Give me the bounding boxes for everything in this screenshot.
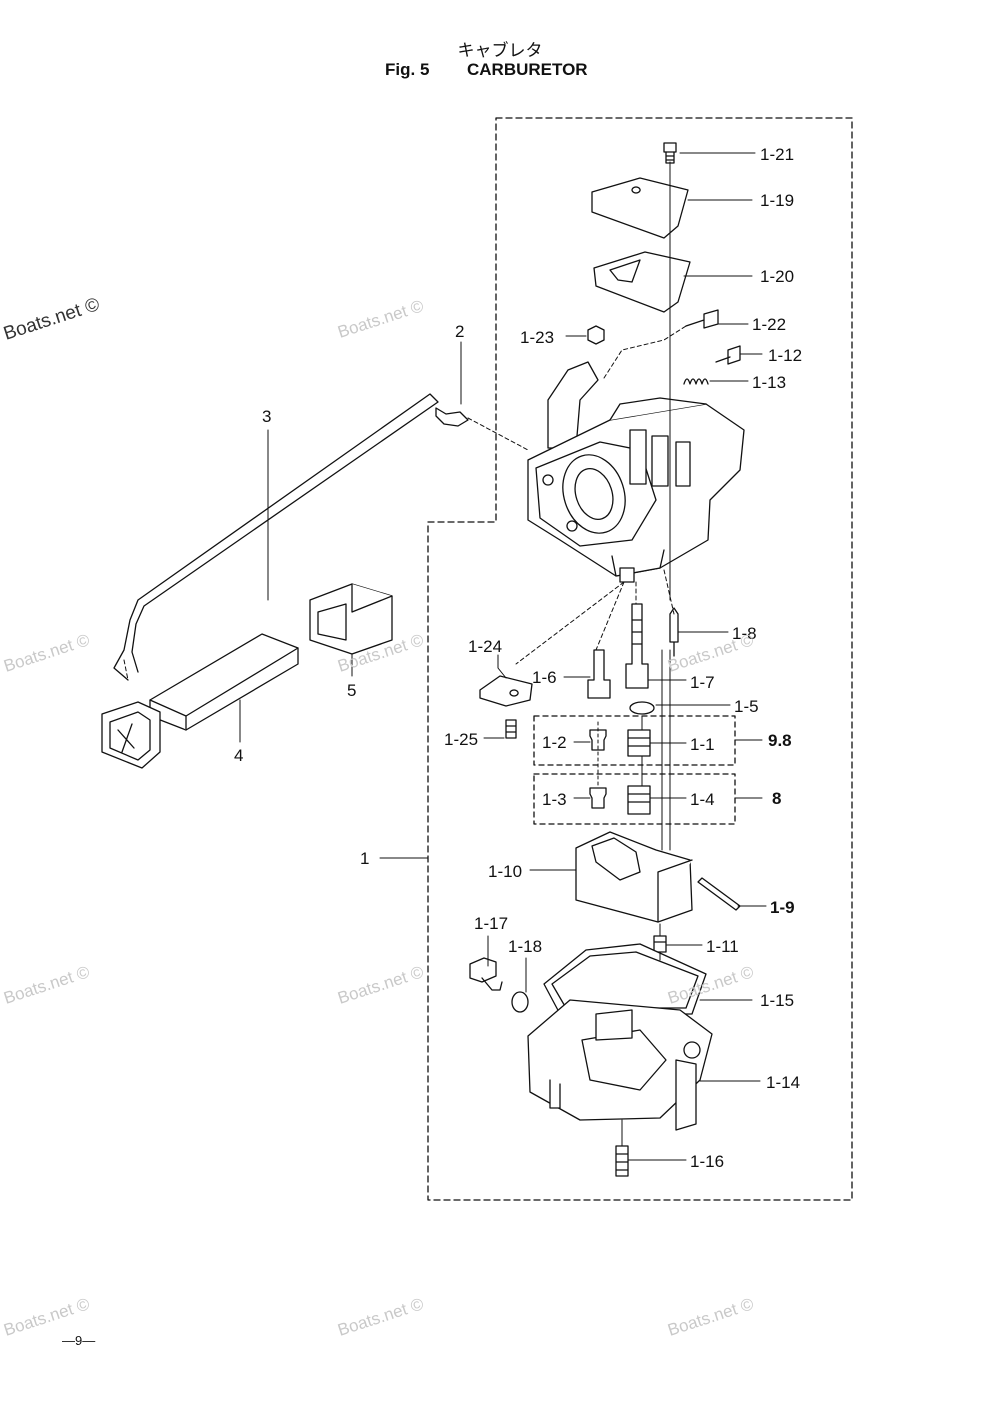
- part-1-16-screw: [615, 1145, 629, 1177]
- label-1-12: 1-12: [768, 346, 802, 365]
- label-1-4: 1-4: [690, 790, 715, 809]
- part-1-4-jet: [627, 785, 651, 815]
- watermark-logo: Boats.net ©: [335, 296, 426, 342]
- part-2-clip: [435, 407, 469, 427]
- figure-number: Fig. 5: [385, 60, 430, 79]
- part-1-3-jet: [589, 787, 607, 809]
- kit-box-8: [533, 773, 736, 825]
- label-1-7: 1-7: [690, 673, 715, 692]
- label-1-25: 1-25: [444, 730, 478, 749]
- label-1-5: 1-5: [734, 697, 759, 716]
- part-1-6-jet: [587, 649, 611, 699]
- part-5-grip: [309, 583, 393, 655]
- label-2: 2: [455, 322, 464, 341]
- watermark-logo: Boats.net ©: [665, 1294, 756, 1340]
- watermark-logo: Boats.net ©: [335, 962, 426, 1008]
- leader-lines: [123, 152, 767, 1161]
- watermark-logo: Boats.net ©: [335, 1294, 426, 1340]
- label-1: 1: [360, 849, 369, 868]
- figure-name: CARBURETOR: [467, 60, 588, 79]
- label-1-22: 1-22: [752, 315, 786, 334]
- label-1-17: 1-17: [474, 914, 508, 933]
- label-1-3: 1-3: [542, 790, 567, 809]
- label-3: 3: [262, 407, 271, 426]
- part-1-7-emulsion-tube: [625, 603, 649, 689]
- label-1-10: 1-10: [488, 862, 522, 881]
- part-1-8-needle-valve: [669, 607, 679, 657]
- part-1-24-plate: [479, 675, 533, 707]
- watermark-logo: Boats.net ©: [1, 630, 92, 676]
- label-5: 5: [347, 681, 356, 700]
- label-1-18: 1-18: [508, 937, 542, 956]
- figure-title-japanese: キャブレタ: [457, 41, 543, 61]
- label-4: 4: [234, 746, 243, 765]
- part-1-carburetor-body: [527, 361, 745, 583]
- figure-title: Fig. 5 CARBURETOR: [385, 60, 588, 80]
- watermark-logo: Boats.net ©: [665, 630, 756, 676]
- label-1-16: 1-16: [690, 1152, 724, 1171]
- page-number: —9—: [62, 1333, 96, 1348]
- label-1-14: 1-14: [766, 1073, 800, 1092]
- assembly-boundary: [427, 117, 853, 1201]
- watermark-logo: Boats.net ©: [1, 962, 92, 1008]
- part-1-13-spring: [683, 378, 709, 385]
- label-1-24: 1-24: [468, 637, 502, 656]
- part-1-5-o-ring: [629, 701, 655, 715]
- label-1-19: 1-19: [760, 191, 794, 210]
- label-1-2: 1-2: [542, 733, 567, 752]
- label-1-13: 1-13: [752, 373, 786, 392]
- part-1-22-screw: [685, 309, 719, 329]
- label-1-6: 1-6: [532, 668, 557, 687]
- label-1-11: 1-11: [706, 937, 739, 956]
- label-1-15: 1-15: [760, 991, 794, 1010]
- part-1-17-drain-plug: [469, 957, 503, 991]
- part-1-19-cover: [591, 177, 689, 239]
- part-4-handle: [101, 633, 299, 769]
- part-1-9-pin: [697, 877, 741, 911]
- part-3-rod: [113, 393, 439, 681]
- label-1-1: 1-1: [690, 735, 715, 754]
- label-1-21: 1-21: [760, 145, 794, 164]
- part-1-21-screw: [663, 142, 677, 164]
- part-1-20-gasket: [593, 251, 691, 313]
- part-1-14-float-bowl: [527, 999, 713, 1131]
- part-1-11-screw: [653, 935, 667, 953]
- watermark-logo: Boats.net ©: [1, 294, 102, 345]
- part-1-23-nut: [587, 325, 605, 345]
- label-8: 8: [772, 789, 781, 808]
- part-1-12-screw: [715, 345, 741, 365]
- label-1-20: 1-20: [760, 267, 794, 286]
- label-1-8: 1-8: [732, 624, 757, 643]
- callout-labels: 1-21 1-19 1-20 1-22 1-12 1-13 1-23 2 3 4…: [234, 145, 802, 1171]
- part-1-25-screw: [505, 719, 517, 739]
- label-1-9: 1-9: [770, 898, 795, 917]
- label-9-8: 9.8: [768, 731, 792, 750]
- part-1-1-jet: [627, 729, 651, 757]
- label-1-23: 1-23: [520, 328, 554, 347]
- part-1-18-washer: [511, 991, 529, 1013]
- part-1-10-float: [575, 831, 693, 923]
